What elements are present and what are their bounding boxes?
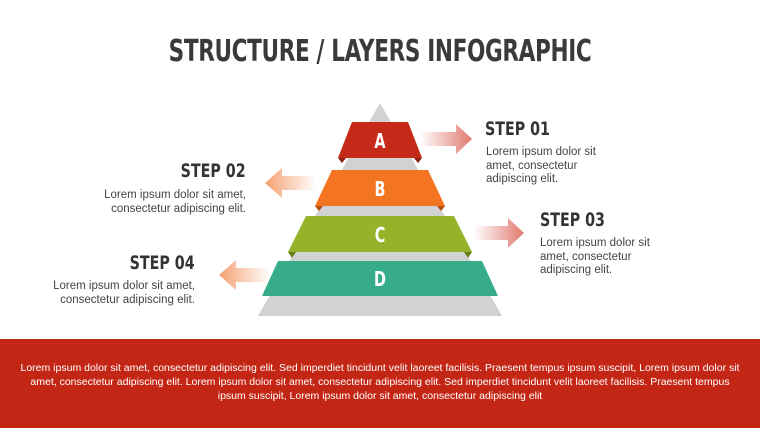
step-01-heading: STEP 01 [485,118,550,140]
pyramid-layer-a[interactable]: A [338,122,422,163]
layer-label-d: D [374,269,386,292]
pyramid-layer-c[interactable]: C [288,216,472,258]
layer-label-a: A [374,131,386,154]
step-02-heading: STEP 02 [181,160,246,182]
arrow-left-icon [265,168,316,198]
step-01-text: Lorem ipsum dolor sit amet, consectetur … [486,146,596,185]
step-03-heading: STEP 03 [540,209,605,231]
footer-text: Lorem ipsum dolor sit amet, consectetur … [20,362,740,402]
pyramid-diagram: A B C D [219,103,524,316]
step-02-text: Lorem ipsum dolor sit amet, consectetur … [104,189,246,215]
step-04-heading: STEP 04 [130,252,195,274]
step-03-text: Lorem ipsum dolor sit amet, consectetur … [540,237,650,276]
arrow-right-icon [420,124,472,154]
pyramid-layer-d[interactable]: D [262,261,498,296]
page-title: STRUCTURE / LAYERS INFOGRAPHIC [168,34,592,69]
layer-label-c: C [375,225,386,248]
pyramid-layer-b[interactable]: B [315,170,445,211]
footer-band: Lorem ipsum dolor sit amet, consectetur … [0,339,760,428]
step-04-text: Lorem ipsum dolor sit amet, consectetur … [53,280,195,306]
arrow-right-icon [474,218,524,248]
layer-label-b: B [375,179,386,202]
arrow-left-icon [219,260,270,290]
